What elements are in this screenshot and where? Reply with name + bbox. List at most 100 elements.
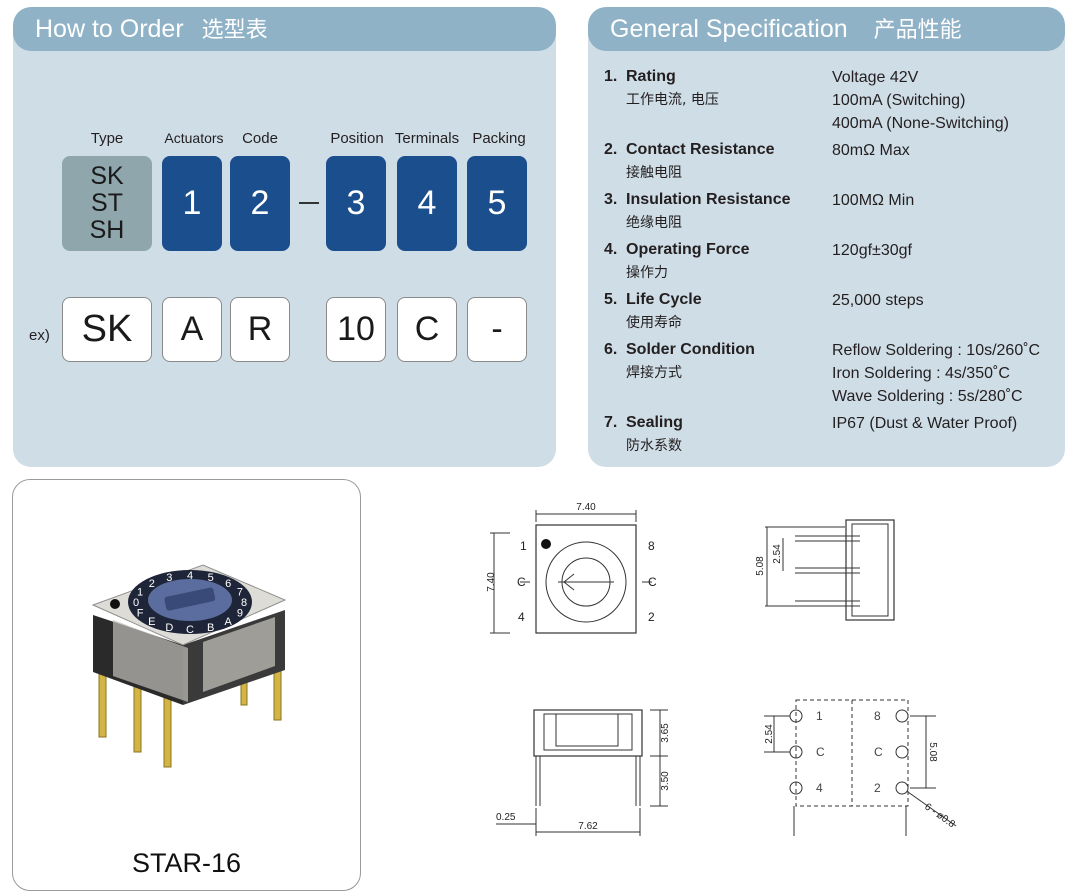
general-spec-title-cn: 产品性能 — [873, 18, 962, 43]
spec-value: IP67 (Dust & Water Proof) — [832, 415, 1018, 432]
spec-name: Insulation Resistance — [626, 191, 791, 208]
top-width-dim: 7.40 — [576, 502, 596, 513]
fp-pin-c-left: C — [816, 745, 825, 759]
top-pin-c-left: C — [517, 575, 526, 589]
dial-char: 5 — [208, 572, 214, 584]
spec-value: Voltage 42V — [832, 69, 919, 86]
switch-side-plate — [113, 620, 188, 702]
switch-front-plate — [203, 617, 275, 692]
spec-value: Wave Soldering : 5s/280˚C — [832, 388, 1023, 405]
how-to-order-title: How to Order — [35, 15, 184, 43]
type-code-sh: SH — [89, 216, 125, 244]
type-code-box: SK ST SH — [62, 156, 152, 251]
spec-name: Contact Resistance — [626, 141, 775, 158]
example-box-position: 10 — [326, 297, 386, 362]
spec-name-cn: 接触电阻 — [626, 165, 682, 181]
drawing-front-view: 3.65 3.50 0.25 7.62 — [496, 709, 671, 836]
fp-pin-8: 8 — [874, 709, 881, 723]
dial-char: 8 — [241, 597, 247, 609]
front-width-dim: 7.62 — [578, 821, 598, 832]
spec-name-cn: 防水系数 — [626, 438, 682, 454]
type-code-sk: SK — [90, 162, 124, 190]
drawing-side-view: 5.08 2.54 — [755, 519, 895, 621]
spec-name-cn: 操作力 — [626, 265, 668, 281]
example-box-actuator: A — [162, 297, 222, 362]
how-to-order-title-cn: 选型表 — [201, 18, 268, 43]
spec-values: Voltage 42V 100mA (Switching) 400mA (Non… — [832, 66, 1009, 135]
general-spec-panel: General Specification 产品性能 1. Rating 工作电流… — [588, 7, 1065, 467]
code-box-5: 5 — [467, 156, 527, 251]
dial-char: C — [186, 624, 194, 636]
general-spec-header: General Specification 产品性能 — [588, 7, 1065, 51]
spec-values: Reflow Soldering : 10s/260˚C Iron Solder… — [832, 339, 1040, 408]
fp-holes-dim: 6 - ø0.8 — [922, 801, 957, 830]
general-spec-title: General Specification — [610, 15, 848, 43]
label-terminals: Terminals — [394, 130, 460, 147]
dial-char: F — [137, 607, 144, 619]
code-box-2: 2 — [230, 156, 290, 251]
example-label: ex) — [29, 327, 50, 344]
dial-char: E — [148, 616, 155, 628]
spec-name-cn: 使用寿命 — [626, 315, 682, 331]
dial-char: 9 — [237, 607, 243, 619]
spec-value: 100MΩ Min — [832, 192, 915, 209]
type-code-st: ST — [91, 189, 123, 217]
top-pin-1: 1 — [520, 539, 527, 553]
front-thickness-dim: 0.25 — [496, 812, 516, 823]
front-h2-dim: 3.50 — [660, 771, 671, 791]
fp-pin-2: 2 — [874, 781, 881, 795]
how-to-order-header: How to Order 选型表 — [13, 7, 556, 51]
dial-char: 6 — [225, 578, 231, 590]
spec-values: 120gf±30gf — [832, 239, 912, 262]
example-box-packing: - — [467, 297, 527, 362]
spec-name: Life Cycle — [626, 291, 702, 308]
spec-name: Rating — [626, 68, 676, 85]
spec-name-cn: 工作电流, 电压 — [626, 92, 719, 108]
spec-name: Sealing — [626, 414, 683, 431]
spec-value: Reflow Soldering : 10s/260˚C — [832, 342, 1041, 359]
dial-char: A — [225, 616, 233, 628]
side-pitch-dim: 2.54 — [772, 544, 783, 564]
dial-char: 2 — [149, 578, 155, 590]
spec-num: 6. — [604, 341, 618, 358]
top-pin-c-right: C — [648, 575, 657, 589]
spec-value: 80mΩ Max — [832, 142, 910, 159]
dial-slot — [164, 587, 216, 611]
code-separator — [299, 202, 319, 204]
dial-char: D — [165, 622, 173, 634]
spec-values: IP67 (Dust & Water Proof) — [832, 412, 1017, 435]
top-pin-8: 8 — [648, 539, 655, 553]
spec-values: 80mΩ Max — [832, 139, 910, 162]
spec-num: 5. — [604, 291, 618, 308]
code-box-1: 1 — [162, 156, 222, 251]
spec-values: 25,000 steps — [832, 289, 924, 312]
spec-num: 7. — [604, 414, 618, 431]
front-h1-dim: 3.65 — [660, 723, 671, 743]
spec-num: 1. — [604, 68, 618, 85]
spec-value: 100mA (Switching) — [832, 92, 966, 109]
example-box-terminals: C — [397, 297, 457, 362]
dial-char: 4 — [187, 570, 193, 582]
top-height-dim: 7.40 — [486, 572, 497, 592]
label-packing: Packing — [472, 130, 526, 147]
spec-value: Iron Soldering : 4s/350˚C — [832, 365, 1010, 382]
spec-num: 2. — [604, 141, 618, 158]
fp-pin-1: 1 — [816, 709, 823, 723]
code-box-3: 3 — [326, 156, 386, 251]
drawing-footprint: 1 8 C C 4 2 2.54 5.08 6 - ø0.8 — [764, 699, 957, 836]
dial-char: 7 — [237, 587, 243, 599]
fp-pin-c-right: C — [874, 745, 883, 759]
spec-value: 400mA (None-Switching) — [832, 115, 1009, 132]
example-box-code: R — [230, 297, 290, 362]
spec-values: 100MΩ Min — [832, 189, 914, 212]
label-actuators: Actuators — [164, 130, 224, 146]
code-box-4: 4 — [397, 156, 457, 251]
spec-name-cn: 焊接方式 — [626, 365, 682, 381]
dial-dot — [110, 599, 120, 609]
dial-char: 1 — [137, 587, 143, 599]
product-caption: STAR-16 — [131, 848, 242, 878]
